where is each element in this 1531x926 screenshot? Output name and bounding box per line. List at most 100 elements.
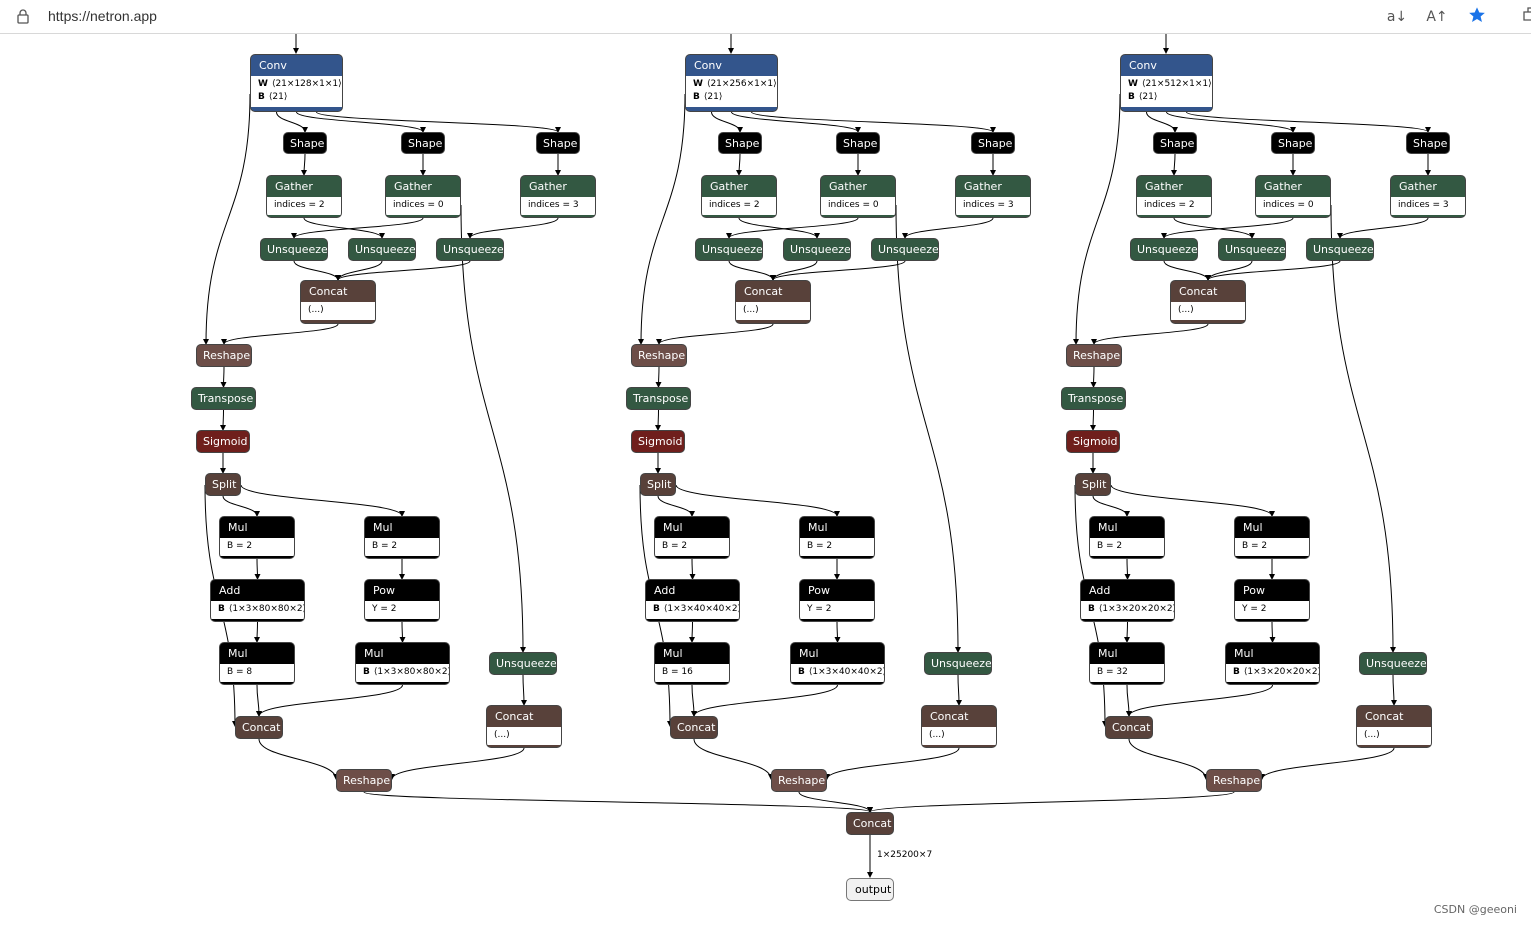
col3-unsqueeze-node-1[interactable]: Unsqueeze <box>1130 238 1198 261</box>
output-node[interactable]: output <box>846 878 894 901</box>
col2-concat-node-2[interactable]: Concat <box>670 716 718 739</box>
col1-gather-node-1-title: Gather <box>275 180 313 193</box>
col2-shape-node-2[interactable]: Shape <box>836 132 880 154</box>
text-size-icon[interactable]: A↑ <box>1426 9 1448 25</box>
col1-add-node-title: Add <box>219 584 241 597</box>
col1-concat-node-3[interactable]: Concat(...) <box>486 705 562 748</box>
col2-concat-node-3[interactable]: Concat(...) <box>921 705 997 748</box>
col2-transpose-node[interactable]: Transpose <box>626 387 691 410</box>
url-text[interactable]: https://netron.app <box>48 8 157 24</box>
col1-mul-node-1-attributes: B = 2 <box>220 538 294 556</box>
col1-reshape-node-2[interactable]: Reshape <box>336 769 392 792</box>
browser-address-bar[interactable]: https://netron.app a↓ A↑ <box>0 0 1531 34</box>
col2-unsqueeze-node-4[interactable]: Unsqueeze <box>924 652 992 675</box>
col3-reshape-node-2[interactable]: Reshape <box>1206 769 1262 792</box>
output-node-title: output <box>855 883 892 896</box>
col2-mul-node-4-title: Mul <box>799 647 819 660</box>
col1-concat-node-2[interactable]: Concat <box>235 716 283 739</box>
col1-unsqueeze-node-3[interactable]: Unsqueeze <box>436 238 504 261</box>
read-aloud-icon[interactable]: a↓ <box>1386 9 1408 25</box>
col3-gather-node-1-attributes: indices = 2 <box>1137 197 1211 215</box>
col1-shape-node-3[interactable]: Shape <box>536 132 580 154</box>
col3-concat-node-2[interactable]: Concat <box>1105 716 1153 739</box>
col1-sigmoid-node[interactable]: Sigmoid <box>196 430 250 453</box>
col1-conv-node-title: Conv <box>259 59 287 72</box>
col3-unsqueeze-node-2[interactable]: Unsqueeze <box>1218 238 1286 261</box>
col3-unsqueeze-node-3[interactable]: Unsqueeze <box>1306 238 1374 261</box>
col3-mul-node-1-title: Mul <box>1098 521 1118 534</box>
col2-sigmoid-node[interactable]: Sigmoid <box>631 430 685 453</box>
col3-shape-node-1[interactable]: Shape <box>1153 132 1197 154</box>
favorite-star-icon[interactable] <box>1466 6 1488 28</box>
col2-reshape-node-2[interactable]: Reshape <box>771 769 827 792</box>
col2-shape-node-3[interactable]: Shape <box>971 132 1015 154</box>
col1-unsqueeze-node-2[interactable]: Unsqueeze <box>348 238 416 261</box>
graph-edge <box>389 747 525 780</box>
col3-transpose-node[interactable]: Transpose <box>1061 387 1126 410</box>
col2-unsqueeze-node-3[interactable]: Unsqueeze <box>871 238 939 261</box>
col3-sigmoid-node[interactable]: Sigmoid <box>1066 430 1120 453</box>
col1-transpose-node[interactable]: Transpose <box>191 387 256 410</box>
col2-reshape-node[interactable]: Reshape <box>631 344 687 367</box>
col2-mul-node-3-attribute-row: B = 16 <box>662 666 722 679</box>
col3-concat-node-3[interactable]: Concat(...) <box>1356 705 1432 748</box>
col3-shape-node-3[interactable]: Shape <box>1406 132 1450 154</box>
col1-shape-node-1[interactable]: Shape <box>283 132 327 154</box>
col1-shape-node-2[interactable]: Shape <box>401 132 445 154</box>
col1-split-node[interactable]: Split <box>205 473 241 496</box>
final-concat-node[interactable]: Concat <box>846 812 894 835</box>
extensions-icon[interactable] <box>1518 6 1531 28</box>
col3-concat-node[interactable]: Concat(...) <box>1170 280 1246 324</box>
graph-edge <box>221 323 339 345</box>
col2-unsqueeze-node-2[interactable]: Unsqueeze <box>783 238 851 261</box>
lock-icon[interactable] <box>16 8 30 28</box>
col2-concat-node[interactable]: Concat(...) <box>735 280 811 324</box>
graph-edge <box>203 93 251 345</box>
col1-concat-node-attribute-row: (...) <box>308 304 368 317</box>
col2-concat-node-3-attributes: (...) <box>922 727 996 745</box>
col2-unsqueeze-node-1[interactable]: Unsqueeze <box>695 238 763 261</box>
col2-split-node-title: Split <box>647 478 672 491</box>
col3-shape-node-2[interactable]: Shape <box>1271 132 1315 154</box>
col3-reshape-node[interactable]: Reshape <box>1066 344 1122 367</box>
col2-shape-node-1[interactable]: Shape <box>718 132 762 154</box>
col3-unsqueeze-node-4[interactable]: Unsqueeze <box>1359 652 1427 675</box>
col1-unsqueeze-node-4[interactable]: Unsqueeze <box>489 652 557 675</box>
col1-reshape-node[interactable]: Reshape <box>196 344 252 367</box>
col2-split-node[interactable]: Split <box>640 473 676 496</box>
col1-concat-node[interactable]: Concat(...) <box>300 280 376 324</box>
col3-split-node[interactable]: Split <box>1075 473 1111 496</box>
col1-unsqueeze-node-1[interactable]: Unsqueeze <box>260 238 328 261</box>
